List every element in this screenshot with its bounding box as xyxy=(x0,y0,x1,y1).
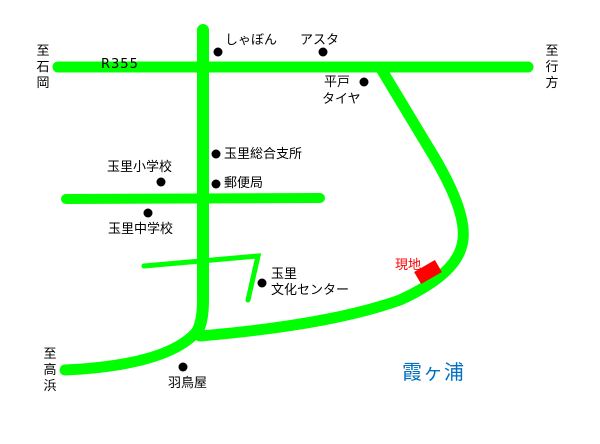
direction-ishioka: 至石岡 xyxy=(36,44,50,91)
current-location-marker xyxy=(414,259,442,285)
direction-namegata: 至行方 xyxy=(545,44,559,91)
marker-hatoriya xyxy=(178,362,188,372)
label-culture-center-line1: 玉里 xyxy=(271,267,298,282)
road-middle-east-west xyxy=(61,193,325,204)
label-shabon: しゃぼん xyxy=(225,33,278,48)
marker-tamari-junior-high xyxy=(143,208,153,218)
marker-tamari-elementary xyxy=(156,177,166,187)
label-tamari-elementary: 玉里小学校 xyxy=(107,160,173,175)
label-culture-center-line2: 文化センター xyxy=(271,283,350,298)
road-small-culture xyxy=(141,253,262,303)
route-label: R355 xyxy=(101,57,139,72)
marker-tamari-branch-office xyxy=(211,149,221,159)
label-tamari-junior-high: 玉里中学校 xyxy=(108,222,174,237)
label-tamari-branch-office: 玉里総合支所 xyxy=(224,147,303,162)
marker-tamari-culture-center xyxy=(257,278,267,288)
marker-hirado-tire xyxy=(359,77,369,87)
marker-shabon xyxy=(213,47,223,57)
marker-post-office xyxy=(211,179,221,189)
road-to-takahama xyxy=(59,324,204,376)
direction-takahama: 至高浜 xyxy=(43,347,57,394)
road-north-south xyxy=(192,24,209,336)
label-post-office: 郵便局 xyxy=(224,176,264,191)
label-tire: タイヤ xyxy=(322,92,361,107)
label-hirado: 平戸 xyxy=(324,75,351,90)
label-hatoriya: 羽鳥屋 xyxy=(168,376,208,391)
marker-asta xyxy=(318,47,328,57)
road-diagonal xyxy=(194,61,469,342)
label-asta: アスタ xyxy=(300,33,340,48)
label-current-location: 現地 xyxy=(395,258,422,273)
label-lake-kasumigaura: 霞ヶ浦 xyxy=(402,360,465,384)
